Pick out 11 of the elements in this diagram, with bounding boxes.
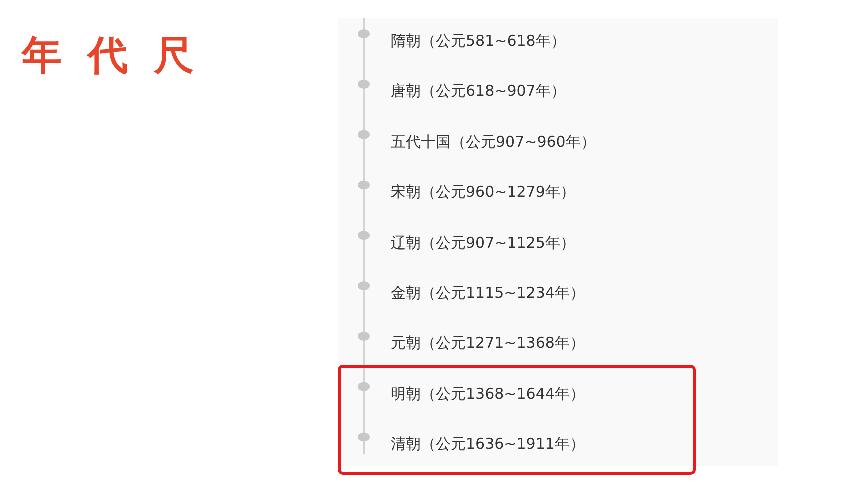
highlight-frame (338, 364, 696, 476)
timeline-entry: 清朝（公元1636~1911年） (391, 434, 585, 454)
timeline-entry: 元朝（公元1271~1368年） (391, 333, 585, 354)
timeline-entry: 五代十国（公元907~960年） (391, 132, 596, 152)
timeline-entry: 辽朝（公元907~1125年） (391, 232, 576, 253)
timeline-entry: 隋朝（公元581~618年） (391, 31, 566, 51)
title: 年代尺 (22, 32, 220, 81)
timeline-entry: 宋朝（公元960~1279年） (391, 182, 576, 202)
timeline-entry: 唐朝（公元618~907年） (391, 81, 566, 102)
timeline-entry: 明朝（公元1368~1644年） (391, 384, 585, 404)
timeline-entry: 金朝（公元1115~1234年） (391, 283, 585, 303)
